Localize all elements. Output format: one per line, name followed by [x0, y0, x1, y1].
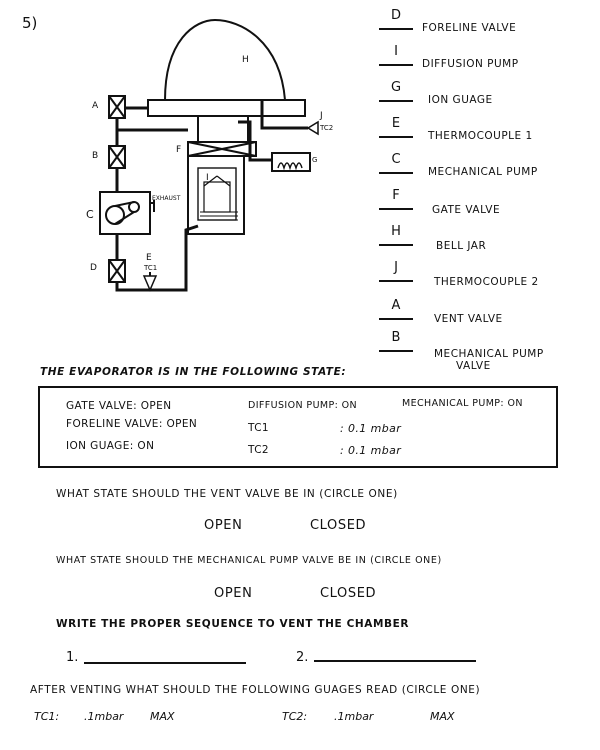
- tc1-option-max[interactable]: MAX: [150, 710, 175, 723]
- diffusion-pump-label: I: [206, 173, 209, 183]
- mechanical-pump-state: Mechanical Pump: On: [402, 398, 523, 409]
- legend-text: Diffusion Pump: [422, 58, 519, 70]
- tc1-label-top: E: [146, 253, 152, 263]
- question-number: 5): [22, 14, 38, 32]
- legend-answer-line: [379, 244, 413, 246]
- vent-valve-label: A: [92, 101, 99, 111]
- legend-text: Foreline Valve: [422, 22, 517, 34]
- tc2-gauge: [306, 120, 319, 136]
- tc2-label-top: J: [319, 111, 323, 121]
- legend-text: Mechanical Pump: [428, 166, 538, 178]
- tc2-reading-label: TC2:: [282, 710, 308, 723]
- foreline-valve-state: Foreline Valve: Open: [66, 418, 198, 430]
- mech-pump-label: C: [86, 208, 94, 221]
- legend-answer-line: [379, 318, 413, 320]
- legend-letter: F: [392, 188, 400, 203]
- legend-letter: J: [394, 260, 398, 275]
- state-intro: The evaporator is in the following state…: [40, 366, 347, 378]
- question-gauge-readings: After venting what should the following …: [30, 684, 481, 696]
- legend-letter: C: [391, 152, 401, 167]
- legend-answer-line: [379, 280, 413, 282]
- state-box: Gate Valve: Open Foreline Valve: Open Io…: [38, 386, 558, 468]
- legend-letter: G: [390, 80, 402, 95]
- legend-text: Mechanical Pump: [434, 348, 544, 360]
- tc2-state-value: : 0.1 mbar: [340, 444, 402, 457]
- legend-text: Bell Jar: [436, 240, 487, 252]
- legend-text: Vent Valve: [434, 313, 503, 325]
- legend-letter: E: [391, 116, 401, 131]
- legend-letter: H: [391, 224, 401, 239]
- legend-letter: A: [391, 298, 401, 313]
- tc1-reading-label: TC1:: [34, 710, 60, 723]
- legend-letter: D: [390, 8, 401, 23]
- tc1-label-bottom: TC1: [143, 264, 157, 272]
- legend-text: Thermocouple 1: [428, 130, 533, 142]
- vent-valve-option-closed[interactable]: CLOSED: [310, 518, 367, 533]
- legend-answer-line: [379, 28, 413, 30]
- diffusion-pump: [187, 155, 245, 235]
- ion-gauge-label: G: [312, 156, 317, 164]
- vacuum-system-diagram: H A B C D E TC1 F G I J TC2 EXHAUST: [86, 18, 333, 292]
- diffusion-pump-state: Diffusion Pump: On: [248, 400, 358, 411]
- bell-jar-label: H: [242, 55, 249, 65]
- legend-text: Thermocouple 2: [434, 276, 539, 288]
- bell-jar: [164, 18, 286, 101]
- mechanical-pump: [99, 191, 151, 235]
- vent-valve-option-open[interactable]: OPEN: [204, 518, 243, 533]
- gate-valve-label: F: [176, 145, 181, 155]
- mech-pump-valve-option-open[interactable]: OPEN: [214, 586, 253, 601]
- sequence-step-1-label: 1.: [66, 650, 79, 665]
- sequence-step-1-blank[interactable]: [84, 662, 246, 664]
- legend-answer-line: [379, 208, 413, 210]
- legend-letter: I: [394, 44, 398, 59]
- legend-answer-line: [379, 136, 413, 138]
- sequence-step-2-blank[interactable]: [314, 660, 476, 662]
- tc1-state-label: TC1: [248, 422, 270, 434]
- ion-gauge-state: Ion Guage: On: [66, 440, 155, 452]
- tc1-state-value: : 0.1 mbar: [340, 422, 402, 435]
- ion-gauge: [271, 152, 311, 172]
- tc2-option-low[interactable]: .1mbar: [334, 710, 374, 723]
- legend-text: Gate Valve: [432, 204, 501, 216]
- mech-pump-valve-label: B: [92, 151, 98, 161]
- legend-text: Ion Guage: [428, 94, 493, 106]
- legend-answer-line: [379, 350, 413, 352]
- tc1-option-low[interactable]: .1mbar: [84, 710, 124, 723]
- tc2-state-label: TC2: [248, 444, 270, 456]
- legend-answer-line: [379, 64, 413, 66]
- legend-answer-line: [379, 100, 413, 102]
- legend-answer-line: [379, 172, 413, 174]
- mech-pump-valve-option-closed[interactable]: CLOSED: [320, 586, 377, 601]
- sequence-step-2-label: 2.: [296, 650, 309, 665]
- question-mech-pump-valve: What state should the mechanical pump va…: [56, 555, 442, 566]
- baseplate: [147, 99, 306, 117]
- question-vent-valve: What state should the vent valve be in (…: [56, 488, 398, 500]
- tc2-option-max[interactable]: MAX: [430, 710, 455, 723]
- foreline-valve-label: D: [90, 263, 97, 273]
- exhaust-label: EXHAUST: [152, 195, 181, 202]
- gate-valve-state: Gate Valve: Open: [66, 400, 172, 412]
- question-vent-sequence: Write the proper sequence to vent the ch…: [56, 618, 410, 630]
- tc2-label-bottom: TC2: [319, 124, 333, 132]
- legend-text-line2: Valve: [456, 360, 491, 372]
- legend-letter: B: [391, 330, 401, 345]
- tc1-gauge: [142, 275, 158, 292]
